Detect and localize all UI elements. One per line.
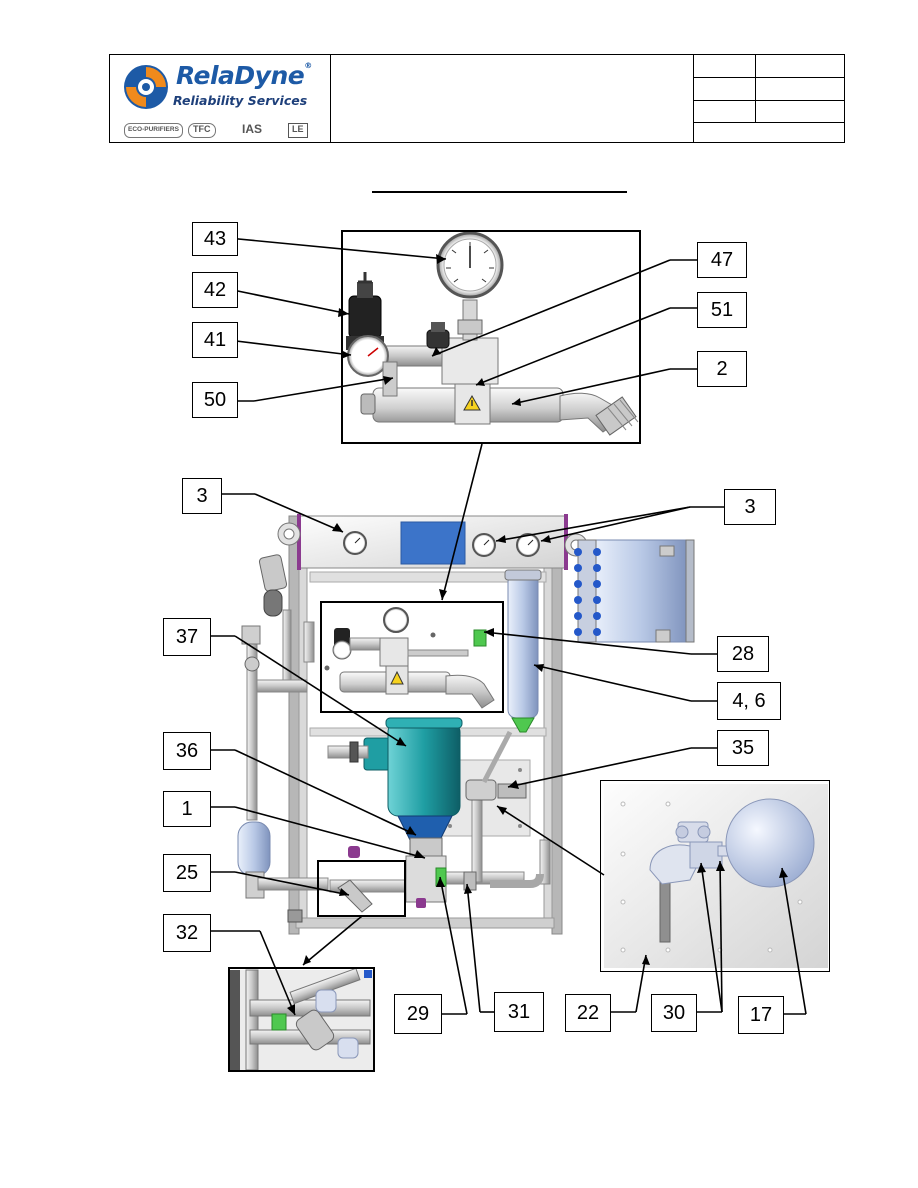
- callout-29: 29: [394, 994, 442, 1034]
- float-valve-inset: [604, 784, 828, 968]
- float-valve-frame: [600, 780, 830, 972]
- partner-logo-ias: IAS: [242, 122, 263, 136]
- callout-28: 28: [717, 636, 769, 672]
- callout-43: 43: [192, 222, 238, 256]
- partner-logo-le: LE: [288, 123, 308, 138]
- callout-37: 37: [163, 618, 211, 656]
- revision-grid: [693, 55, 845, 142]
- strainer-zoom-inset: [230, 967, 373, 1071]
- mid-detail-frame: [320, 601, 504, 713]
- mid-detail-inset: [303, 603, 502, 711]
- leader-lines: [211, 237, 807, 1016]
- section-title-underline: [372, 191, 627, 193]
- reladyne-swirl-logo-icon: [124, 65, 168, 109]
- callout-1: 1: [163, 791, 211, 827]
- callout-4-6: 4, 6: [717, 682, 781, 720]
- callout-35: 35: [717, 730, 769, 766]
- brand-name: RelaDyne®: [176, 61, 312, 90]
- brand-tagline: Reliability Services: [173, 93, 308, 108]
- callout-42: 42: [192, 272, 238, 308]
- top-detail-frame: [341, 230, 641, 444]
- document-header: RelaDyne® Reliability Services ECO-PURIF…: [109, 54, 845, 143]
- callout-47: 47: [697, 242, 747, 278]
- callout-31: 31: [494, 992, 544, 1032]
- leader-arrowheads: [287, 254, 788, 1015]
- callout-30: 30: [651, 994, 697, 1032]
- thread-end: [607, 399, 639, 431]
- callout-51: 51: [697, 292, 747, 328]
- callout-50: 50: [192, 382, 238, 418]
- callout-3-left: 3: [182, 478, 222, 514]
- partner-logo-tfc: TFC: [188, 123, 216, 138]
- callout-3-right: 3: [724, 489, 776, 525]
- top-detail-inset: [346, 231, 639, 436]
- hot-surface-warning-icon: [463, 394, 481, 411]
- callout-41: 41: [192, 322, 238, 358]
- callout-17: 17: [738, 996, 784, 1034]
- callout-32: 32: [163, 914, 211, 952]
- callout-25: 25: [163, 854, 211, 892]
- logo-block: RelaDyne® Reliability Services ECO-PURIF…: [110, 55, 331, 142]
- callout-22: 22: [565, 994, 611, 1032]
- strainer-zoom-frame: [228, 967, 375, 1072]
- callout-36: 36: [163, 732, 211, 770]
- callout-2: 2: [697, 351, 747, 387]
- partner-logo-ecopurifiers: ECO-PURIFIERS: [124, 123, 183, 138]
- main-skid: [237, 514, 695, 935]
